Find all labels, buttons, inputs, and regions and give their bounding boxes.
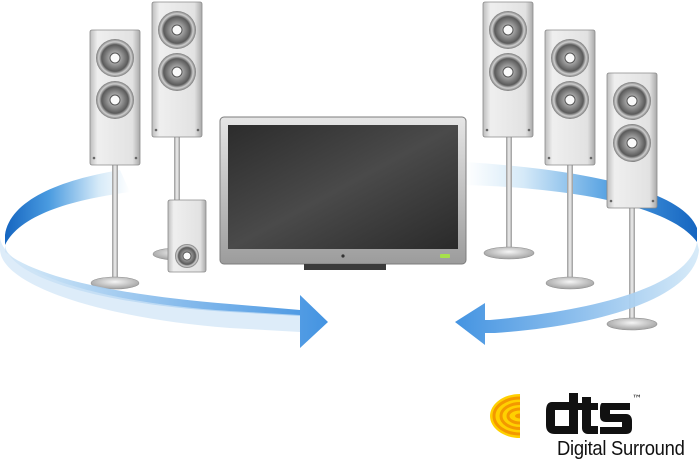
dts-logo-letters <box>546 393 632 434</box>
trademark-symbol: ™ <box>632 394 642 405</box>
speaker-icon <box>151 1 203 138</box>
subwoofer-icon <box>167 199 207 273</box>
dts-logo-icon <box>490 390 632 442</box>
speaker-icon <box>544 29 596 166</box>
speaker-icon <box>89 29 141 166</box>
surround-arrow-right-back <box>465 162 697 242</box>
surround-arrow-left-back <box>5 170 130 245</box>
speaker-icon <box>482 1 534 138</box>
surround-arrow-icon <box>0 238 328 348</box>
speaker-icon <box>606 72 658 209</box>
tv-icon <box>219 116 467 270</box>
surround-arrow-icon <box>455 242 699 345</box>
dts-logo-rings <box>490 390 554 442</box>
dts-tagline: Digital Surround <box>557 438 685 460</box>
